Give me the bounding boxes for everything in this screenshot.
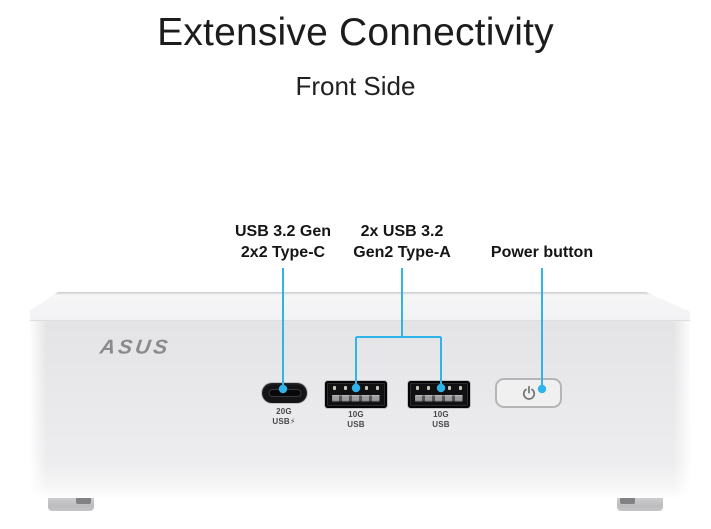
port-caption-type: USB — [347, 419, 365, 429]
callout-label-usb-c: USB 3.2 Gen 2x2 Type-C — [235, 221, 331, 263]
usb-a-pins — [333, 386, 379, 390]
callout-label-power: Power button — [490, 244, 594, 261]
callout-label-usb-c-line1: USB 3.2 Gen — [234, 223, 332, 240]
usb-c-port — [262, 383, 307, 403]
port-caption-speed: 10G — [433, 410, 449, 419]
port-caption-usb-a1: 10G USB — [326, 410, 386, 429]
callout-label-usb-a-line1: 2x USB 3.2 — [360, 223, 444, 240]
device-foot-left — [48, 494, 94, 511]
foot-notch — [76, 497, 91, 504]
port-caption-usb-c: 20G USB⚡ — [254, 407, 314, 426]
callout-label-usb-a: 2x USB 3.2 Gen2 Type-A — [353, 221, 451, 263]
port-caption-speed: 10G — [348, 410, 364, 419]
usb-a-tongue — [415, 395, 463, 402]
usb-a-tongue — [332, 395, 380, 402]
usb-a-port-1 — [325, 381, 387, 408]
usb-a-pins — [416, 386, 462, 390]
power-icon — [522, 385, 535, 400]
port-caption-type: USB — [432, 419, 450, 429]
page-subtitle: Front Side — [295, 71, 416, 101]
asus-logo: ASUS — [98, 336, 172, 359]
page-title: Extensive Connectivity — [157, 11, 554, 54]
foot-notch — [620, 497, 635, 504]
device-top-face — [30, 292, 690, 320]
usb-a-port-2 — [408, 381, 470, 408]
port-caption-speed: 20G — [276, 407, 292, 416]
callout-label-usb-c-line2: 2x2 Type-C — [240, 244, 326, 261]
device-foot-right — [617, 494, 663, 511]
port-caption-usb-a2: 10G USB — [411, 410, 471, 429]
port-caption-type: USB⚡ — [272, 416, 296, 426]
usb-c-slot — [268, 389, 301, 397]
power-button — [495, 378, 562, 408]
callout-label-usb-a-line2: Gen2 Type-A — [353, 244, 451, 261]
